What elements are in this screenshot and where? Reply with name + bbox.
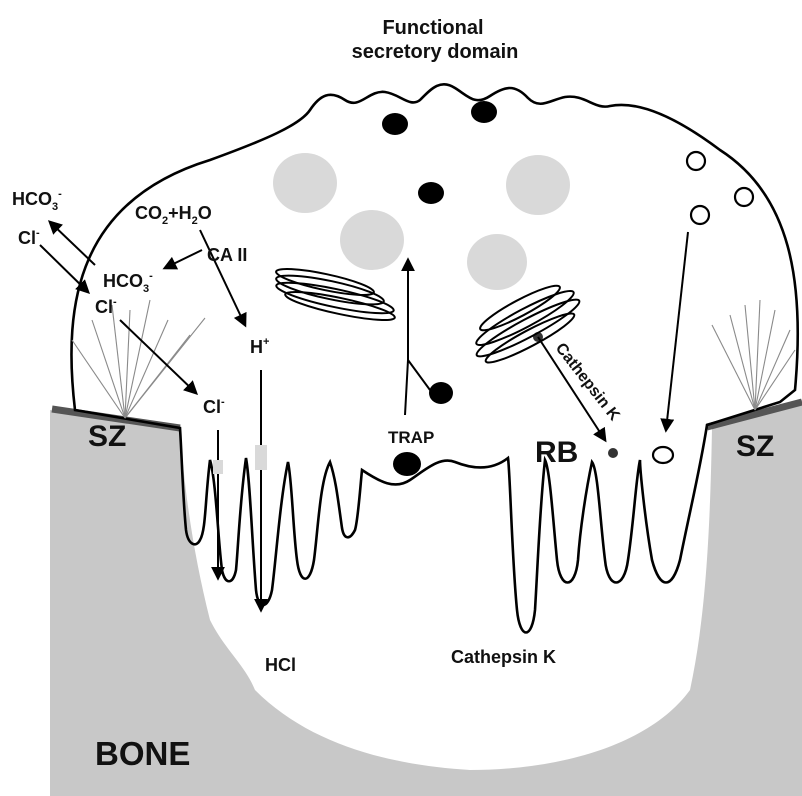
label-trap: TRAP bbox=[388, 428, 434, 447]
vesicle-black-4 bbox=[429, 382, 453, 404]
cathepsin-dot-2 bbox=[608, 448, 618, 458]
arrow-hco3-out bbox=[50, 222, 95, 265]
label-sz-right: SZ bbox=[736, 430, 774, 463]
label-co2-h2o: CO2+H2O bbox=[135, 203, 212, 227]
golgi-left bbox=[274, 264, 396, 326]
arrow-cl-down bbox=[120, 320, 196, 393]
label-cl-in: Cl- bbox=[95, 296, 117, 317]
arrow-ca2 bbox=[165, 250, 202, 268]
arrow-trap-transcytosis bbox=[405, 260, 430, 415]
label-cl-lower: Cl- bbox=[203, 396, 225, 417]
arrow-vesicle-right bbox=[666, 232, 688, 430]
actin-fan-left bbox=[72, 300, 205, 418]
vesicle-black-3 bbox=[418, 182, 444, 204]
label-sz-left: SZ bbox=[88, 420, 126, 453]
label-cl-out: Cl- bbox=[18, 227, 40, 248]
label-bone: BONE bbox=[95, 735, 190, 772]
label-hco3-in: HCO3- bbox=[103, 270, 153, 295]
label-cathepsin-lacuna: Cathepsin K bbox=[451, 647, 556, 667]
label-hcl: HCl bbox=[265, 655, 296, 675]
vesicle-open-3 bbox=[691, 206, 709, 224]
proton-pump bbox=[255, 445, 267, 470]
actin-fan-right bbox=[712, 300, 795, 410]
vesicle-open-1 bbox=[687, 152, 705, 170]
vesicle-open-2 bbox=[735, 188, 753, 206]
vesicle-black-2 bbox=[471, 101, 497, 123]
label-ca2: CA II bbox=[207, 245, 247, 265]
title-line-1: Functional bbox=[382, 17, 483, 39]
label-h-plus: H+ bbox=[250, 336, 269, 357]
vesicle-black-1 bbox=[382, 113, 408, 135]
vesicle-black-5 bbox=[393, 452, 421, 476]
chloride-channel bbox=[213, 460, 223, 474]
label-rb: RB bbox=[535, 436, 578, 469]
vesicle-gray-2 bbox=[340, 210, 404, 270]
vesicle-open-4 bbox=[653, 447, 673, 463]
title-line-2: secretory domain bbox=[352, 41, 519, 63]
vesicle-gray-1 bbox=[273, 153, 337, 213]
vesicle-gray-4 bbox=[467, 234, 527, 290]
label-hco3-out: HCO3- bbox=[12, 188, 62, 213]
vesicle-gray-3 bbox=[506, 155, 570, 215]
